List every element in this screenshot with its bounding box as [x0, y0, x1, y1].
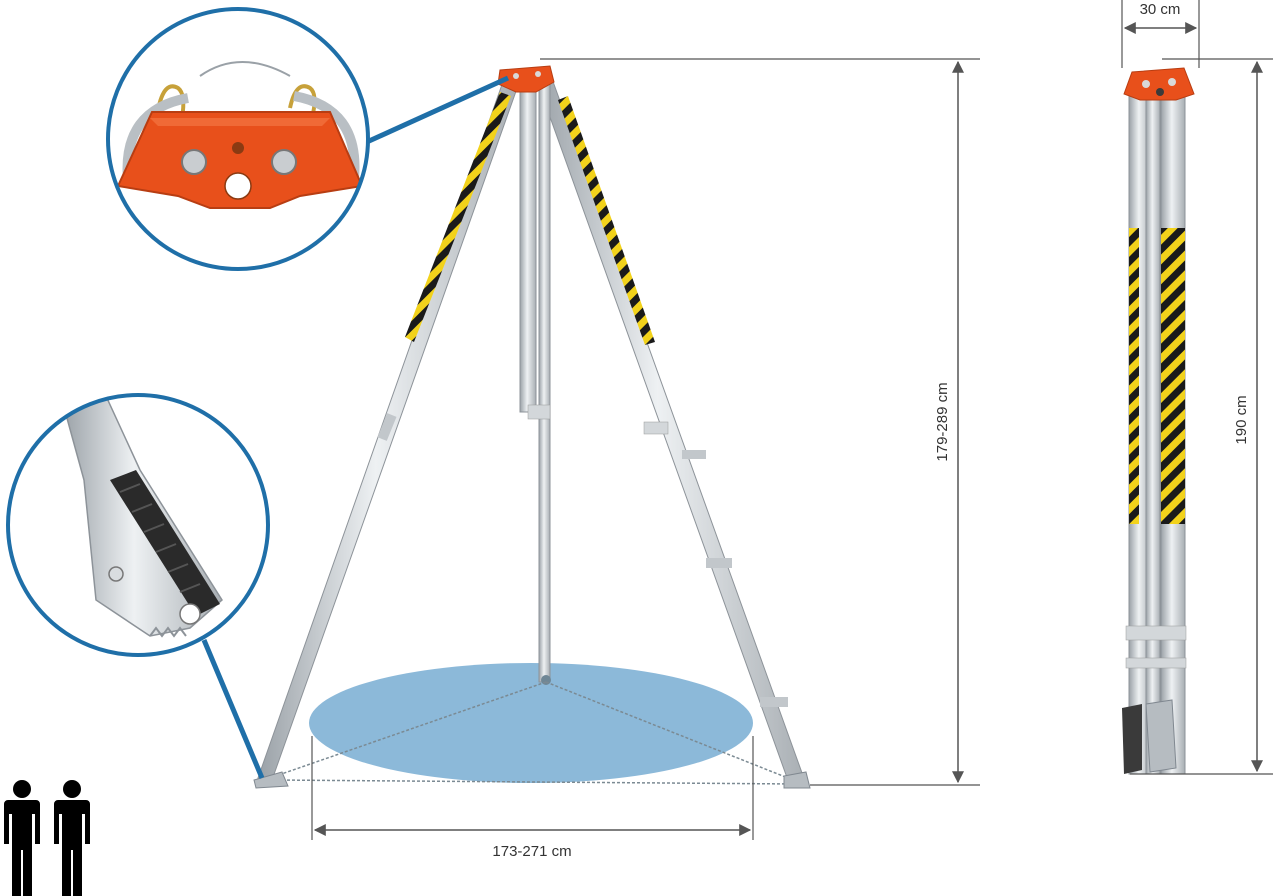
open-height-label: 179-289 cm	[934, 382, 951, 461]
foot-detail-callout	[6, 393, 270, 657]
folded-head	[1123, 67, 1195, 101]
middle-leg	[519, 81, 551, 685]
base-area-ellipse	[309, 663, 753, 783]
base-span-dimension: 173-271 cm	[311, 736, 754, 860]
right-foot	[783, 771, 811, 789]
folded-height-label: 190 cm	[1233, 395, 1250, 444]
folded-width-dimension: 30 cm	[1121, 0, 1200, 68]
folded-tripod	[1122, 67, 1195, 775]
two-persons-icon	[4, 780, 90, 896]
left-foot	[253, 771, 289, 789]
right-leg	[535, 75, 807, 787]
folded-height-dimension: 190 cm	[1130, 58, 1273, 775]
base-span-label: 173-271 cm	[492, 843, 571, 860]
folded-width-label: 30 cm	[1140, 1, 1181, 18]
foot-callout-connector	[201, 639, 265, 779]
leg-chains	[269, 681, 799, 785]
head-callout-connector	[356, 75, 510, 149]
head-detail-callout	[106, 7, 370, 271]
open-height-dimension: 179-289 cm	[540, 58, 980, 786]
open-tripod	[253, 65, 811, 789]
